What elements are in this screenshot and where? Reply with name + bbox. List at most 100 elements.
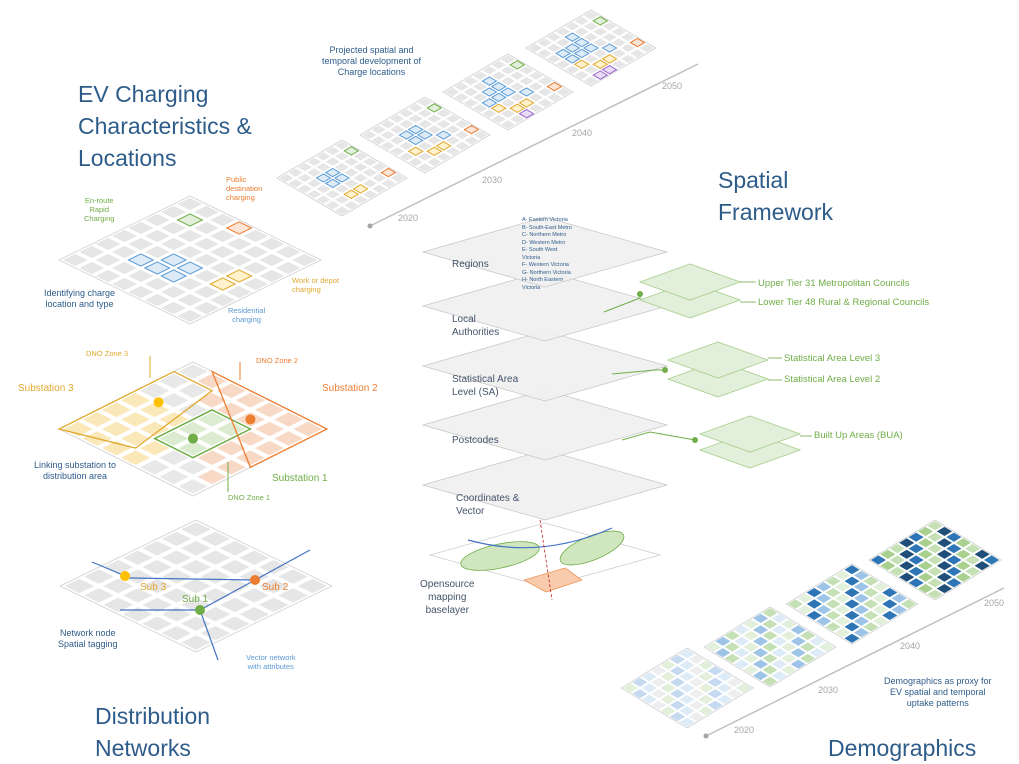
bua-label: Built Up Areas (BUA) bbox=[814, 430, 903, 441]
public-label: Public destination charging bbox=[226, 175, 263, 202]
demographics-tile-0-cell bbox=[717, 694, 733, 704]
substation-cell bbox=[140, 460, 170, 475]
sa-connector-dot bbox=[662, 367, 668, 373]
timeline-tile-1-cell bbox=[399, 120, 414, 129]
ev-grid-cell bbox=[226, 285, 252, 299]
demographics-tile-0-cell bbox=[688, 666, 704, 676]
layer-postcodes-label: Postcodes bbox=[452, 435, 499, 446]
timeline-tile-2-cell bbox=[518, 109, 535, 119]
timeline-tile-2-cell bbox=[463, 98, 478, 107]
substation-cell bbox=[140, 421, 170, 437]
demographics-tile-1-cell bbox=[743, 631, 759, 641]
timeline-tile-0-cell bbox=[344, 179, 359, 188]
demographics-tile-1-cell bbox=[809, 636, 825, 646]
substation-cell bbox=[197, 373, 227, 389]
timeline-tile-3-cell bbox=[556, 27, 571, 36]
timeline-tile-1-cell bbox=[371, 125, 386, 134]
demographics-tile-1-cell bbox=[819, 642, 835, 652]
demographics-tile-2-cell bbox=[844, 588, 860, 598]
demographics-tile-2-cell bbox=[835, 616, 851, 626]
demographics-tile-2-cell bbox=[853, 616, 869, 626]
timeline-tile-0-cell bbox=[390, 173, 405, 183]
demographics-tile-0-cell bbox=[651, 689, 667, 699]
demographics-tile-2-cell bbox=[816, 616, 832, 626]
timeline-tile-1-cell bbox=[464, 136, 479, 145]
ev-grid-cell bbox=[79, 261, 105, 275]
base-map-road bbox=[467, 527, 613, 549]
timeline-tile-2-cell bbox=[528, 71, 543, 80]
layer-base-label: Opensource mapping baselayer bbox=[420, 579, 475, 616]
timeline-tile-3-cell bbox=[537, 38, 552, 47]
demographics-tile-2-cell bbox=[853, 628, 869, 638]
residential-label: Residential charging bbox=[228, 306, 266, 324]
timeline-tile-1-cell bbox=[455, 141, 470, 150]
sub-3-label: Sub 3 bbox=[140, 582, 167, 593]
demographics-tile-3-cell bbox=[899, 549, 915, 559]
timeline-tile-3-cell bbox=[611, 27, 626, 36]
timeline-tile-3-cell bbox=[629, 37, 646, 48]
demographics-tile-0-cell bbox=[660, 694, 676, 704]
demographics-tile-3-cell bbox=[936, 549, 952, 559]
demographics-tile-2-cell bbox=[863, 576, 879, 586]
lower-tier-label: Lower Tier 48 Rural & Regional Councils bbox=[758, 297, 930, 308]
timeline-tile-0-cell bbox=[324, 178, 341, 189]
timeline-tile-0-cell bbox=[307, 179, 322, 188]
timeline-tile-1-cell bbox=[463, 124, 480, 135]
demographics-tile-1-cell bbox=[771, 659, 787, 669]
demographics-tile-2-cell bbox=[816, 593, 832, 603]
ev-charging-grid bbox=[58, 195, 322, 325]
substation-cell bbox=[159, 431, 189, 446]
network-grid-cell bbox=[103, 560, 134, 575]
substation-cell bbox=[235, 450, 265, 465]
ev-grid-cell bbox=[210, 229, 236, 243]
demographics-tile-3-cell bbox=[927, 555, 943, 565]
dno-zone-3-label: DNO Zone 3 bbox=[86, 349, 129, 358]
demographics-tile-3-cell bbox=[936, 538, 952, 548]
ev-grid-cell bbox=[226, 253, 252, 267]
substation-cell bbox=[197, 431, 227, 446]
demographics-tile-1-cell bbox=[800, 653, 816, 663]
timeline-tile-3-cell bbox=[639, 43, 654, 53]
demographics-tile-1-cell bbox=[771, 636, 787, 646]
substation-cell bbox=[197, 412, 227, 427]
demographics-tile-1-cell bbox=[743, 619, 759, 629]
ev-grid-cell bbox=[128, 221, 154, 235]
timeline-tile-0-cell bbox=[315, 173, 332, 183]
network-grid-cell bbox=[64, 578, 95, 594]
timeline-tile-2-cell bbox=[473, 82, 488, 91]
sa2-label: Statistical Area Level 2 bbox=[784, 374, 881, 385]
demographics-tile-3-cell bbox=[936, 572, 952, 582]
spatial-layer-plate bbox=[421, 389, 669, 461]
demographics-tile-0-cell bbox=[717, 683, 733, 693]
year-label-2040: 2040 bbox=[572, 128, 593, 138]
demographics-tile-2-cell bbox=[863, 588, 879, 598]
timeline-tile-2-cell bbox=[491, 60, 506, 69]
timeline-tile-3-cell bbox=[546, 33, 561, 42]
demographics-tile-1-cell bbox=[781, 619, 797, 629]
base-map-park bbox=[460, 541, 540, 571]
substation-grid bbox=[57, 356, 329, 497]
demographics-tile-3-cell bbox=[946, 532, 962, 542]
network-grid-cell bbox=[278, 569, 308, 584]
network-grid-cell bbox=[122, 569, 153, 584]
timeline-tile-1-cell bbox=[417, 163, 433, 172]
substation-caption: Linking substation to distribution area bbox=[34, 460, 117, 481]
demographics-tile-1-cell bbox=[762, 653, 778, 663]
demographics-tile-3-cell bbox=[880, 561, 896, 571]
demographics-tile-1-cell bbox=[762, 665, 778, 675]
ev-grid-cell bbox=[160, 269, 188, 283]
substation-cell bbox=[121, 450, 151, 465]
timeline-tile-2-cell bbox=[519, 66, 534, 75]
timeline-tile-0-cell bbox=[380, 167, 397, 178]
demographics-tile-3-cell bbox=[946, 544, 962, 554]
timeline-tile-3-cell bbox=[573, 59, 590, 69]
network-grid-cell bbox=[103, 578, 134, 594]
timeline-tile-0-cell bbox=[316, 184, 331, 193]
timeline-tile-3-cell bbox=[556, 38, 571, 47]
demographics-tile-2-cell bbox=[806, 588, 822, 598]
demographics-tile-2-cell bbox=[853, 593, 869, 603]
timeline-tile-3-cell bbox=[583, 11, 599, 20]
enroute-label: En-route Rapid Charging bbox=[84, 196, 115, 223]
timeline-tile-0-cell bbox=[372, 184, 387, 193]
demographics-tile-3-cell bbox=[880, 549, 896, 559]
